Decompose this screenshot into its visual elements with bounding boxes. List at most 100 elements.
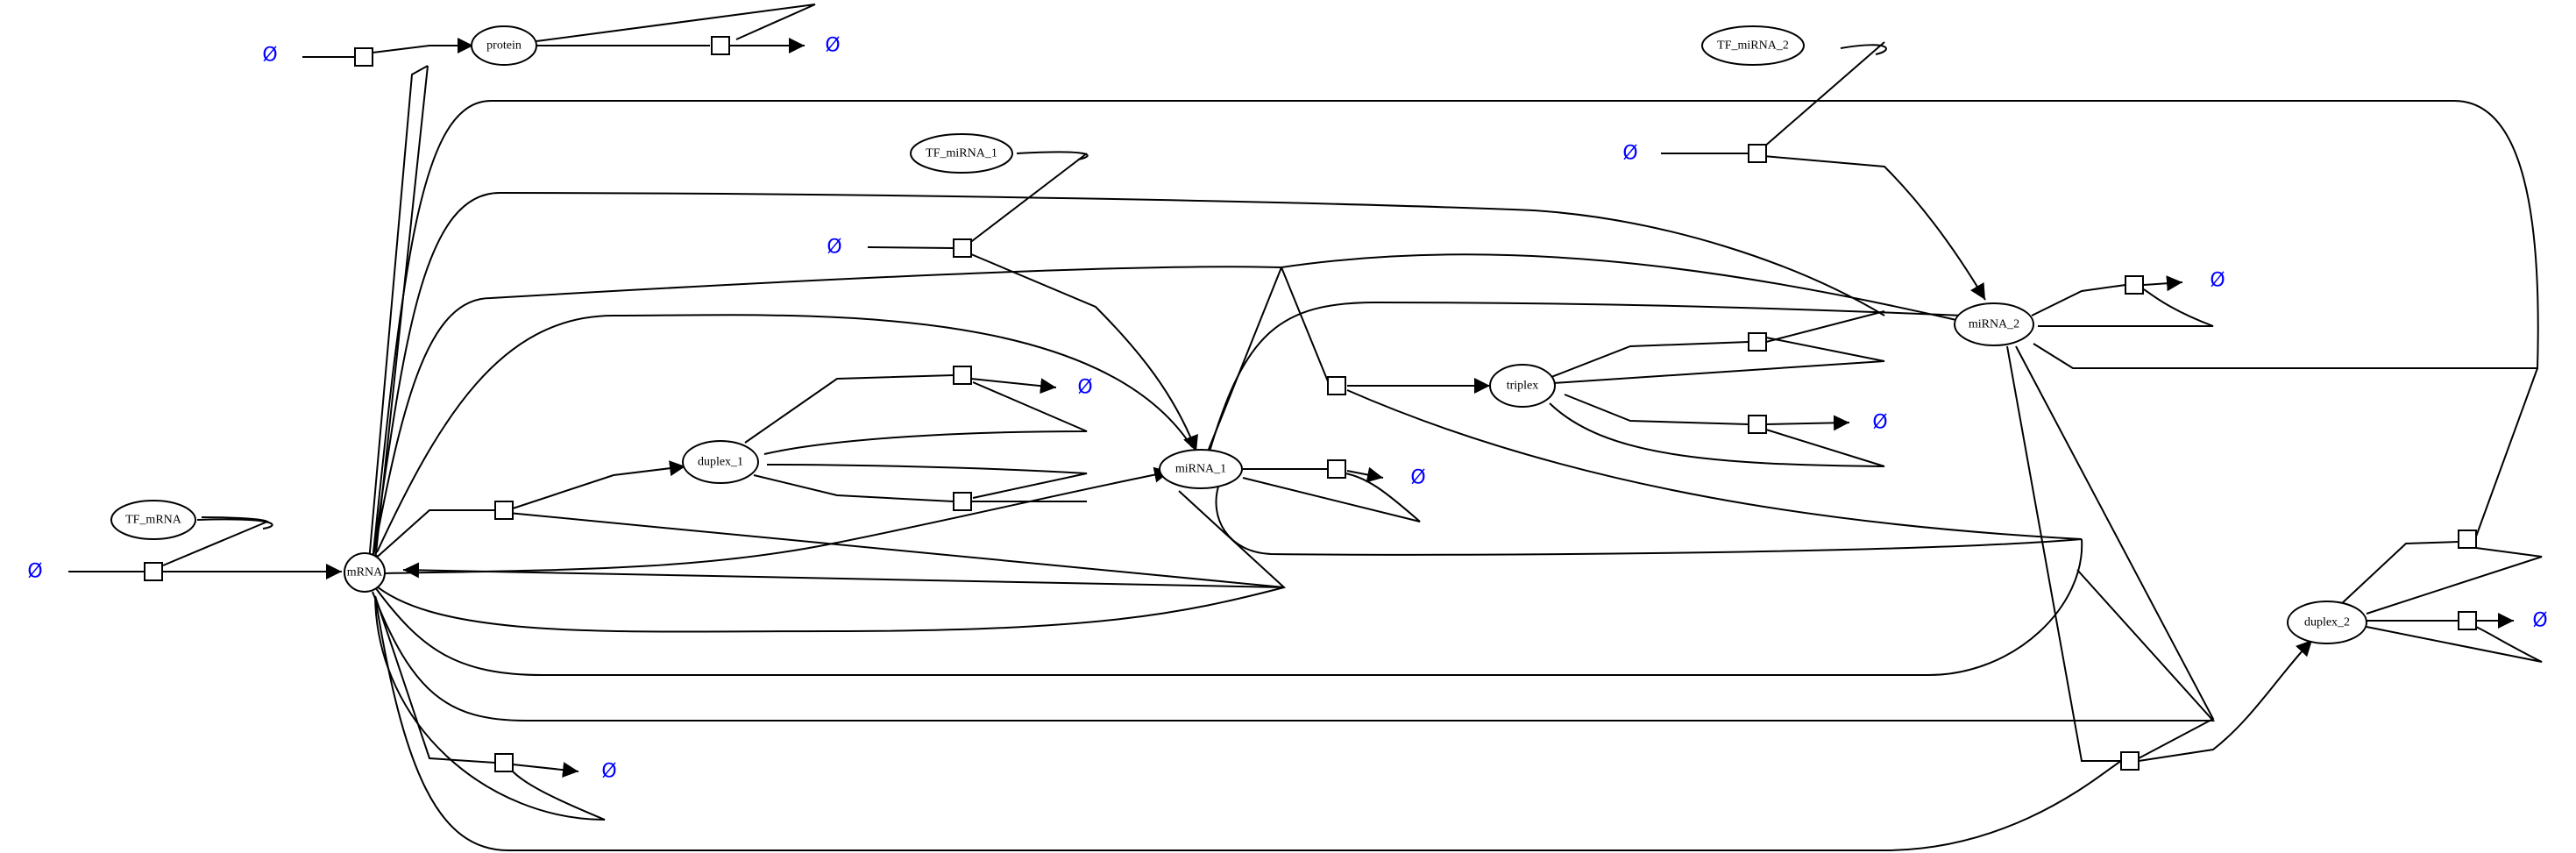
species-tf-mrna[interactable]: TF_mRNA bbox=[110, 500, 196, 540]
empty-set-symbol: Ø bbox=[1872, 412, 1887, 434]
reaction-node[interactable] bbox=[711, 36, 730, 55]
species-triplex[interactable]: triplex bbox=[1489, 364, 1556, 408]
empty-set-symbol: Ø bbox=[1410, 467, 1425, 489]
empty-set-symbol: Ø bbox=[1622, 143, 1637, 165]
reaction-node[interactable] bbox=[2458, 611, 2477, 630]
species-mrna[interactable]: mRNA bbox=[344, 552, 386, 593]
empty-set-symbol: Ø bbox=[2532, 610, 2547, 632]
reaction-node[interactable] bbox=[494, 501, 514, 520]
edge-bottom-arc bbox=[374, 595, 2122, 852]
edge-mirna2-to-duplex2-rxn-2 bbox=[2015, 345, 2215, 759]
edge-duplex2-to-rxn-top bbox=[2339, 541, 2459, 606]
edge-duplex2-deg-loop bbox=[2366, 626, 2543, 663]
edge-triplex-to-deg-bottom bbox=[1564, 394, 1749, 425]
edge-duplex2-rxn-to-duplex2 bbox=[2138, 639, 2313, 762]
edge-mrna-to-mirna2-rxn-back bbox=[402, 562, 1285, 588]
edge-duplex1-to-dissoc bbox=[753, 474, 954, 502]
species-tf-mirna-2[interactable]: TF_miRNA_2 bbox=[1701, 25, 1805, 66]
species-tf-mirna-1[interactable]: TF_miRNA_1 bbox=[910, 133, 1013, 174]
edge-mirna1-deg-loop bbox=[1242, 473, 1421, 522]
species-duplex-2[interactable]: duplex_2 bbox=[2287, 601, 2367, 644]
species-mirna-1[interactable]: miRNA_1 bbox=[1159, 449, 1243, 489]
empty-set-symbol: Ø bbox=[601, 761, 616, 783]
edge-mrna-loop-2 bbox=[374, 538, 2083, 677]
empty-set-nodes: Ø Ø Ø Ø Ø Ø Ø Ø Ø Ø Ø bbox=[27, 35, 2547, 783]
reaction-node[interactable] bbox=[144, 562, 163, 581]
reaction-node[interactable] bbox=[1748, 415, 1767, 434]
reaction-node[interactable] bbox=[1327, 376, 1346, 395]
species-label: duplex_2 bbox=[2304, 616, 2350, 629]
reaction-node[interactable] bbox=[2125, 275, 2144, 295]
edge-duplex1-to-deg-top bbox=[744, 374, 954, 444]
reaction-node[interactable] bbox=[1327, 459, 1346, 479]
edge-mirna2-to-deg bbox=[2031, 284, 2126, 316]
reaction-node[interactable] bbox=[494, 753, 514, 772]
reaction-node[interactable] bbox=[354, 47, 373, 67]
edge-mrna-to-triplex-path bbox=[1215, 389, 2083, 556]
species-label: miRNA_2 bbox=[1969, 318, 2019, 331]
edge-duplex1-rxn-to-duplex1 bbox=[512, 460, 686, 509]
edge-mirna2-in-triplex bbox=[1281, 253, 1957, 321]
edges bbox=[68, 4, 2543, 852]
reaction-node[interactable] bbox=[2458, 530, 2477, 549]
edge-duplex1-to-deg-top-2 bbox=[763, 381, 1088, 455]
reaction-node[interactable] bbox=[2120, 751, 2140, 771]
empty-set-symbol: Ø bbox=[2210, 270, 2225, 292]
empty-set-symbol: Ø bbox=[1077, 377, 1092, 399]
edge-triplex-to-deg-top bbox=[1551, 341, 1749, 378]
edge-mrna-rxn-dissoc bbox=[507, 512, 1285, 588]
edge-mirna1-deg-to-empty bbox=[1346, 466, 1384, 483]
empty-set-symbol: Ø bbox=[27, 561, 42, 583]
reaction-node[interactable] bbox=[953, 366, 972, 385]
edge-mrna-loop-3 bbox=[372, 569, 2216, 722]
reaction-node[interactable] bbox=[1748, 332, 1767, 352]
edge-mirna2-rxn-to-mirna2 bbox=[1763, 155, 1986, 301]
edge-duplex2-rxn-top-to-mirna2 bbox=[2475, 367, 2538, 537]
reaction-node[interactable] bbox=[953, 238, 972, 258]
edge-deg-bottom-to-empty bbox=[1765, 415, 1850, 431]
edge-mrna-to-protein-rxn bbox=[367, 65, 429, 572]
edge-mirna2-to-duplex2-rxn bbox=[2006, 345, 2121, 762]
species-label: TF_mRNA bbox=[125, 514, 182, 527]
edge-tf-mirna-2-loop bbox=[1840, 44, 1887, 55]
species-duplex-1[interactable]: duplex_1 bbox=[682, 440, 759, 484]
species-label: TF_miRNA_1 bbox=[926, 147, 997, 160]
edge-mrna-deg-loop bbox=[374, 595, 606, 821]
species-label: duplex_1 bbox=[698, 456, 743, 469]
edge-mirna2-deg-to-empty bbox=[2143, 275, 2183, 292]
edge-protein-self-loop bbox=[536, 4, 816, 42]
edge-deg-top-to-empty bbox=[970, 378, 1057, 395]
edge-mrna-to-deg bbox=[374, 595, 496, 764]
species-label: protein bbox=[486, 39, 522, 53]
edge-triplex-deg-top-to-mirna2 bbox=[1765, 310, 1885, 343]
edge-mirna2-to-triplex-rxn bbox=[1281, 267, 1329, 382]
species-label: triplex bbox=[1507, 380, 1539, 393]
empty-set-symbol: Ø bbox=[827, 237, 841, 259]
edge-triplex-deg-bottom-loop bbox=[1549, 402, 1885, 467]
empty-set-symbol: Ø bbox=[825, 35, 840, 57]
reaction-node[interactable] bbox=[1748, 144, 1767, 163]
species-protein[interactable]: protein bbox=[471, 25, 537, 66]
edge-second-arc bbox=[372, 191, 1885, 562]
reaction-nodes bbox=[144, 36, 2477, 772]
edge-third-arc bbox=[372, 266, 1282, 562]
edge-mrna-to-mirna1 bbox=[383, 466, 1171, 574]
edge-mirna1-to-triplex bbox=[1209, 301, 1964, 452]
species-mirna-2[interactable]: miRNA_2 bbox=[1954, 302, 2034, 346]
species-label: miRNA_1 bbox=[1175, 463, 1226, 476]
reaction-node[interactable] bbox=[953, 492, 972, 511]
edge-mrna-loop-1 bbox=[372, 490, 1287, 633]
edge-tf-mirna1-to-rxn bbox=[968, 153, 1088, 245]
edge-mrna-to-duplex1-rxn bbox=[372, 509, 495, 562]
species-nodes: protein TF_miRNA_2 TF_miRNA_1 miRNA_2 tr… bbox=[110, 25, 2367, 644]
edge-tf-mirna-1-loop bbox=[1016, 151, 1089, 160]
edge-tf-mrna-loop bbox=[196, 518, 273, 530]
edge-mirna1-rxn-to-mirna1 bbox=[970, 253, 1198, 452]
empty-set-symbol: Ø bbox=[262, 45, 277, 67]
edge-protein-rxn-to-protein bbox=[372, 38, 473, 53]
species-label: mRNA bbox=[347, 566, 383, 579]
edge-duplex2-rxn-top-loop bbox=[2366, 547, 2543, 615]
edge-tf-mirna2-to-rxn bbox=[1763, 41, 1885, 148]
species-label: TF_miRNA_2 bbox=[1717, 39, 1789, 53]
